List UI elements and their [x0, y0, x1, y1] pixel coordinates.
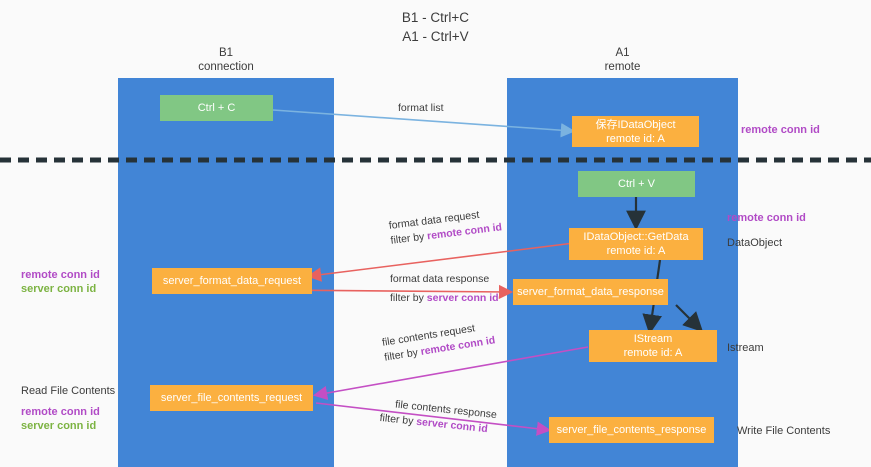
node-getdata-title: IDataObject::GetData: [583, 231, 689, 243]
edge-label-file-contents-response: file contents response filter by server …: [379, 396, 498, 438]
lane-title-b1: B1 connection: [198, 47, 254, 73]
node-save-idataobject-title: 保存IDataObject: [595, 118, 676, 131]
edge-label-file-contents-request: file contents request filter by remote c…: [381, 318, 496, 365]
edge-label-format-data-response: format data response filter by server co…: [390, 272, 499, 306]
label-write-file-contents: Write File Contents: [737, 425, 831, 437]
node-server-file-contents-response[interactable]: server_file_contents_response: [549, 417, 714, 443]
node-istream-sub: remote id: A: [623, 347, 683, 359]
label-remote-conn-id-left-mid: remote conn id: [21, 269, 100, 281]
label-conn-ids-mid: remote conn id server conn id: [21, 268, 100, 296]
label-remote-conn-id-top: remote conn id: [741, 124, 820, 136]
label-istream: Istream: [727, 342, 764, 354]
page-title: B1 - Ctrl+C A1 - Ctrl+V: [401, 10, 470, 44]
node-ctrl-c-label: Ctrl + C: [197, 102, 236, 114]
label-server-conn-id-left-mid: server conn id: [21, 283, 97, 295]
node-istream[interactable]: IStream remote id: A: [589, 330, 717, 362]
lane-title-a1: A1 remote: [604, 47, 641, 73]
node-server-file-contents-request-label: server_file_contents_request: [160, 392, 303, 404]
node-server-format-data-request[interactable]: server_format_data_request: [152, 268, 312, 294]
label-read-file-contents-block: Read File Contents remote conn id server…: [21, 384, 115, 433]
node-getdata-sub: remote id: A: [606, 245, 666, 257]
edge-label-format-data-response-line1: format data response: [390, 273, 490, 285]
node-server-format-data-response-label: server_format_data_response: [517, 286, 664, 298]
node-server-format-data-response[interactable]: server_format_data_response: [513, 279, 668, 305]
node-server-format-data-request-label: server_format_data_request: [162, 275, 302, 287]
node-ctrl-v[interactable]: Ctrl + V: [578, 171, 695, 197]
node-istream-title: IStream: [633, 333, 673, 345]
edge-label-format-list: format list: [398, 101, 444, 116]
node-save-idataobject[interactable]: 保存IDataObject remote id: A: [572, 116, 699, 147]
edge-label-format-data-request: format data request filter by remote con…: [388, 205, 503, 248]
node-save-idataobject-sub: remote id: A: [606, 132, 665, 145]
node-idataobject-getdata[interactable]: IDataObject::GetData remote id: A: [569, 228, 703, 260]
label-read-file-contents: Read File Contents: [21, 385, 116, 397]
edge-label-format-data-response-line2: filter by server conn id: [390, 291, 499, 306]
edge-label-format-list-line1: format list: [398, 102, 444, 114]
node-server-file-contents-request[interactable]: server_file_contents_request: [150, 385, 313, 411]
edge-label-format-data-response-prefix: filter by: [390, 292, 427, 304]
label-dataobject: DataObject: [727, 237, 783, 249]
label-remote-conn-id-mid: remote conn id: [727, 212, 806, 224]
edge-label-file-contents-response-prefix: filter by: [379, 411, 417, 428]
node-server-file-contents-response-label: server_file_contents_response: [556, 424, 707, 436]
node-ctrl-c[interactable]: Ctrl + C: [160, 95, 273, 121]
label-remote-conn-id-left-bottom: remote conn id: [21, 406, 100, 418]
edge-label-format-data-request-prefix: filter by: [389, 230, 428, 247]
node-ctrl-v-label: Ctrl + V: [618, 178, 655, 190]
label-server-conn-id-left-bottom: server conn id: [21, 420, 97, 432]
edge-label-format-data-response-key: server conn id: [426, 292, 499, 304]
